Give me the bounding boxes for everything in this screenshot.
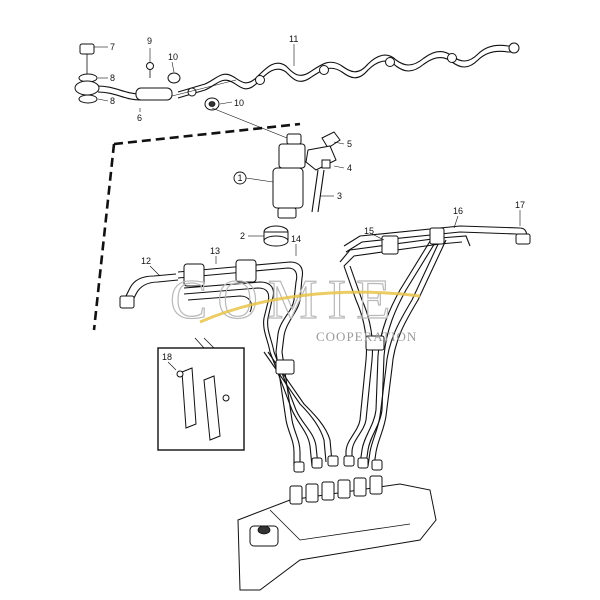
watermark-tagline: COOPERATION [316,329,417,344]
callout-18: 18 [162,352,172,362]
callout-labels: 7 8 8 9 10 10 6 11 1 2 3 4 5 12 13 14 15… [110,34,525,362]
injector-part-1 [263,133,306,247]
callout-1: 1 [238,173,243,183]
callout-8-lower: 8 [110,96,115,106]
callout-8-upper: 8 [110,73,115,83]
callout-10-lower: 10 [234,98,244,108]
callout-16: 16 [453,206,463,216]
watermark-brand: COMIE [170,269,400,331]
callout-11: 11 [289,34,298,44]
callout-9: 9 [147,36,152,46]
callout-4: 4 [347,163,352,173]
return-line-part-11 [177,42,520,99]
injection-pipes [119,225,531,467]
bracket-inset-part-18 [157,337,245,451]
guide-lines [92,79,301,331]
leader-lines [94,44,521,371]
callout-1-circle [233,171,247,185]
callout-14: 14 [291,234,301,244]
clamp-parts-3-4-5 [305,131,341,213]
callout-12: 12 [141,256,151,266]
callout-7: 7 [110,42,115,52]
banjo-fitting-assembly [74,43,220,111]
callout-10-upper: 10 [168,52,178,62]
callout-5: 5 [347,139,352,149]
callout-13: 13 [210,246,220,256]
watermark-swoosh [199,290,421,324]
callout-6: 6 [137,113,142,123]
injection-pump [237,455,437,591]
callout-17: 17 [515,200,525,210]
delivery-valves [289,455,383,505]
brand-watermark: COMIE COOPERATION [169,268,421,344]
callout-15: 15 [364,226,374,236]
callout-2: 2 [240,231,245,241]
callout-3: 3 [337,191,342,201]
